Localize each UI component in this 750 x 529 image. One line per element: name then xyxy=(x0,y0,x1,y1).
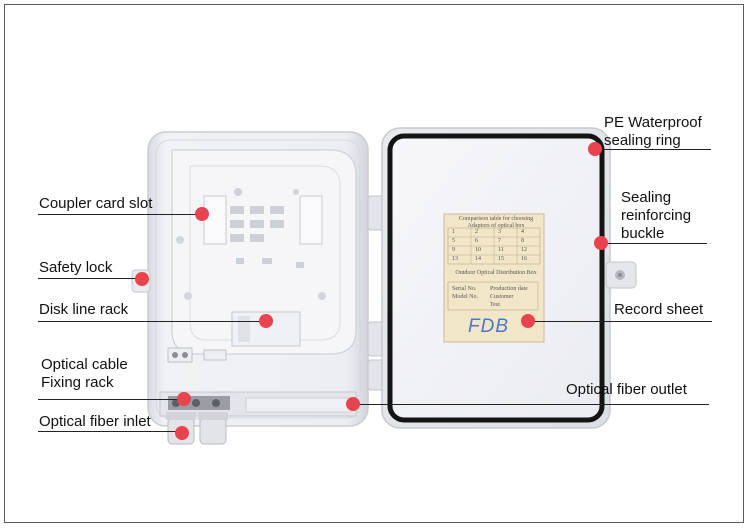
label-disk-line-rack: Disk line rack xyxy=(39,301,129,318)
grid-cell: 13 xyxy=(452,256,458,262)
callout-dot-sealing-buckle xyxy=(594,236,608,250)
grid-cell: 8 xyxy=(521,238,524,244)
field-customer: Customer xyxy=(490,294,514,300)
grid-cell: 6 xyxy=(475,238,478,244)
leader-record-sheet xyxy=(528,321,712,322)
label-optical-fiber-outlet: Optical fiber outlet xyxy=(566,381,687,398)
field-model: Model No. xyxy=(452,294,478,300)
record-sheet-subtitle: Outdoor Optical Distribution Box xyxy=(455,270,537,276)
brand-logo: FDB xyxy=(468,316,509,337)
grid-cell: 14 xyxy=(475,256,481,262)
label-optical-fiber-inlet: Optical fiber inlet xyxy=(39,413,151,430)
leader-optical-fiber-inlet xyxy=(38,431,182,432)
grid-cell: 9 xyxy=(452,247,455,253)
callout-dot-safety-lock xyxy=(135,272,149,286)
label-optical-cable-rack: Optical cable Fixing rack xyxy=(41,356,128,391)
leader-optical-cable-rack xyxy=(38,399,184,400)
grid-cell: 7 xyxy=(498,238,501,244)
grid-cell: 10 xyxy=(475,247,481,253)
leader-safety-lock xyxy=(38,278,142,279)
grid-cell: 11 xyxy=(498,247,504,253)
label-record-sheet: Record sheet xyxy=(614,301,704,318)
box-lid xyxy=(381,127,637,429)
callout-dot-optical-cable-rack xyxy=(177,392,191,406)
grid-cell: 15 xyxy=(498,256,504,262)
leader-optical-fiber-outlet xyxy=(353,404,709,405)
image-frame xyxy=(4,4,744,523)
label-sealing-buckle: Sealing reinforcing buckle xyxy=(621,189,692,242)
label-coupler-card-slot: Coupler card slot xyxy=(39,195,153,212)
callout-dot-optical-fiber-inlet xyxy=(175,426,189,440)
leader-coupler-card-slot xyxy=(38,214,202,215)
leader-pe-waterproof xyxy=(595,149,711,150)
label-pe-waterproof: PE Waterproof sealing ring xyxy=(604,114,702,149)
grid-cell: 4 xyxy=(521,229,524,235)
callout-dot-optical-fiber-outlet xyxy=(346,397,360,411)
grid-cell: 3 xyxy=(498,229,501,235)
grid-cell: 16 xyxy=(521,256,527,262)
callout-dot-pe-waterproof xyxy=(588,142,602,156)
leader-sealing-buckle xyxy=(601,243,707,244)
leader-disk-line-rack xyxy=(38,321,266,322)
callout-dot-disk-line-rack xyxy=(259,314,273,328)
callout-dot-coupler-card-slot xyxy=(195,207,209,221)
grid-cell: 5 xyxy=(452,238,455,244)
grid-cell: 12 xyxy=(521,247,527,253)
record-sheet-title: Comparison table for choosing Adaptors o… xyxy=(458,216,534,229)
box-base xyxy=(131,131,369,445)
field-test: Test xyxy=(490,302,500,308)
field-serial: Serial No. xyxy=(452,286,477,292)
callout-dot-record-sheet xyxy=(521,314,535,328)
grid-cell: 1 xyxy=(452,229,455,235)
grid-cell: 2 xyxy=(475,229,478,235)
field-production-date: Production date xyxy=(490,286,528,292)
label-safety-lock: Safety lock xyxy=(39,259,113,276)
